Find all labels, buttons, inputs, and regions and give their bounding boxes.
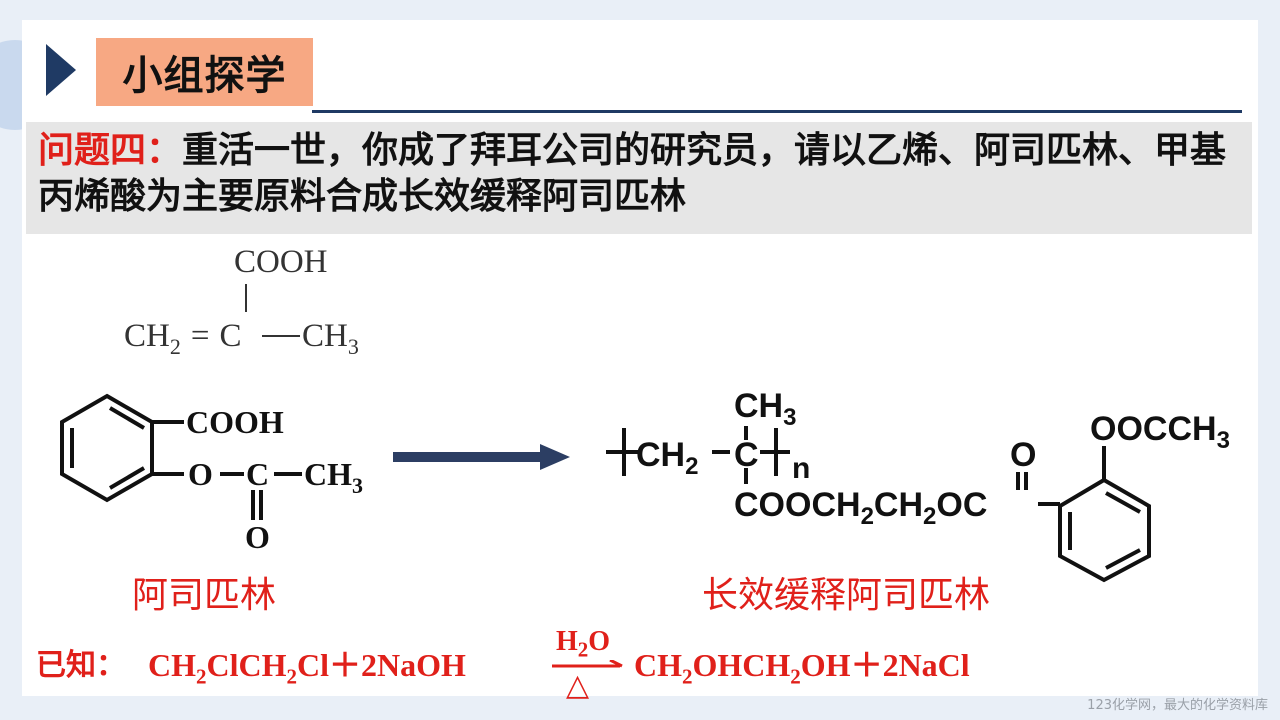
- question-box: 问题四：重活一世，你成了拜耳公司的研究员，请以乙烯、阿司匹林、甲基丙烯酸为主要原…: [26, 122, 1252, 234]
- reactant-c: Cl＋2NaOH: [297, 647, 466, 683]
- aspirin-c: C: [246, 456, 269, 492]
- known-label: 已知：: [36, 648, 126, 683]
- polymer-chain-a-sub: 2: [861, 503, 874, 530]
- product-sub3: 2: [682, 664, 693, 689]
- reactant-a: CH: [148, 647, 196, 683]
- methacrylic-acid-structure: COOH CH2=C CH3: [124, 244, 359, 359]
- right-arrow-icon: [393, 444, 570, 470]
- aspirin-structure: [60, 393, 302, 520]
- question-label: 问题四：: [38, 130, 183, 171]
- polymer-backbone-c: C: [734, 436, 759, 474]
- svg-text:COOCH2CH2OC: COOCH2CH2OC: [734, 486, 987, 530]
- methacrylic-cooh: COOH: [234, 244, 328, 280]
- aspirin-cooh: COOH: [186, 404, 284, 440]
- polymer-ch2: CH: [636, 436, 685, 474]
- svg-text:OOCCH3: OOCCH3: [1090, 410, 1230, 454]
- reactant-sub2: 2: [286, 664, 298, 689]
- known-products: CH2OHCH2OH＋2NaCl: [634, 640, 970, 689]
- play-triangle-icon: [46, 44, 76, 96]
- polymer-benzene-ring: [1038, 446, 1151, 583]
- aspirin-ch3: CH: [304, 456, 352, 492]
- polymer-ch3-sub: 3: [783, 404, 796, 431]
- polymer-n: n: [792, 452, 810, 485]
- polymer-chain-c: OC: [936, 486, 987, 524]
- methacrylic-c: C: [219, 318, 241, 354]
- methacrylic-ch2-sub: 2: [170, 334, 181, 359]
- reactant-b: ClCH: [206, 647, 287, 683]
- condition-bottom: △: [566, 669, 590, 702]
- product-b: OHCH: [692, 647, 791, 683]
- product-c: OH＋2NaCl: [800, 647, 970, 683]
- svg-text:CH3: CH3: [304, 456, 363, 498]
- polymer-ring-substituent: OOCCH: [1090, 410, 1217, 448]
- polymer-structure: CH2 C n CH3 COOCH2CH2OC O OOCCH3: [606, 387, 1230, 530]
- aspirin-o-link: O: [188, 456, 213, 492]
- polymer-carbonyl-o: O: [1010, 436, 1036, 474]
- polymer-ch3: CH: [734, 387, 783, 425]
- condition-arrow-icon: [552, 660, 623, 668]
- title-underline: [312, 110, 1242, 113]
- condition-top: H2O: [556, 626, 611, 662]
- polymer-chain-b-sub: 2: [923, 503, 936, 530]
- aspirin-caption: 阿司匹林: [132, 575, 277, 616]
- methacrylic-double-bond: =: [191, 318, 210, 354]
- polymer-chain-a: COOCH: [734, 486, 861, 524]
- aspirin-carbonyl-o: O: [245, 519, 270, 555]
- polymer-caption: 长效缓释阿司匹林: [702, 575, 991, 616]
- section-title: 小组探学: [96, 38, 313, 106]
- aspirin-benzene-ring: [60, 393, 154, 503]
- svg-text:CH3: CH3: [302, 318, 359, 359]
- methacrylic-ch3-sub: 3: [348, 334, 359, 359]
- product-a: CH: [634, 647, 682, 683]
- svg-text:CH2=C: CH2 =C: [124, 318, 241, 359]
- known-reactants: CH2ClCH2Cl＋2NaOH: [148, 640, 466, 689]
- polymer-ring-substituent-sub: 3: [1217, 427, 1230, 454]
- svg-text:CH3: CH3: [734, 387, 796, 431]
- aspirin-ch3-sub: 3: [352, 473, 363, 498]
- watermark: 123化学网，最大的化学资料库: [1087, 698, 1268, 713]
- methacrylic-ch3: CH: [302, 318, 348, 354]
- polymer-ch2-sub: 2: [685, 453, 698, 480]
- product-sub4: 2: [790, 664, 801, 689]
- methacrylic-ch2: CH: [124, 318, 170, 354]
- polymer-chain-b: CH: [874, 486, 923, 524]
- question-text: 重活一世，你成了拜耳公司的研究员，请以乙烯、阿司匹林、甲基丙烯酸为主要原料合成长…: [38, 130, 1227, 217]
- svg-text:CH2: CH2: [636, 436, 698, 480]
- reactant-sub1: 2: [196, 664, 207, 689]
